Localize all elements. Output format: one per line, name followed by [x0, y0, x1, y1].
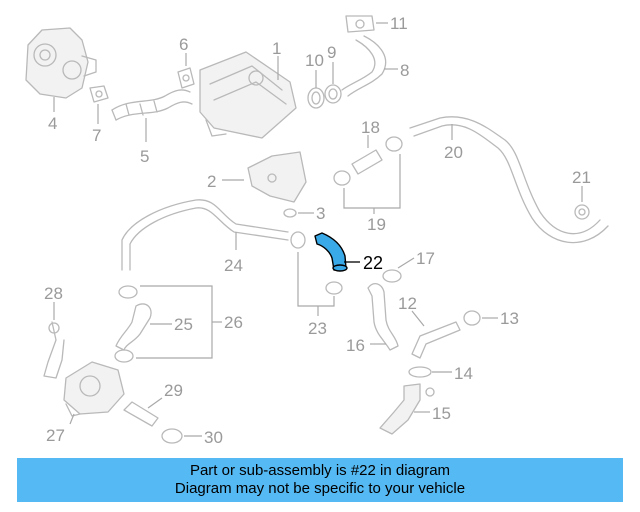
callout-7[interactable]: 7 [92, 126, 101, 145]
callout-2[interactable]: 2 [207, 172, 216, 191]
callout-8[interactable]: 8 [400, 61, 409, 80]
callout-18[interactable]: 18 [361, 118, 380, 137]
callout-26[interactable]: 26 [224, 313, 243, 332]
callout-23[interactable]: 23 [308, 319, 327, 338]
callout-22[interactable]: 22 [363, 253, 383, 273]
callout-10[interactable]: 10 [305, 51, 324, 70]
part-24-pipe [121, 199, 289, 271]
callout-21[interactable]: 21 [572, 168, 591, 187]
banner-line-2: Diagram may not be specific to your vehi… [174, 480, 466, 497]
callout-24[interactable]: 24 [224, 256, 243, 275]
callout-13[interactable]: 13 [500, 309, 519, 328]
part-10-seal [307, 70, 325, 109]
part-15-fitting [379, 383, 435, 435]
part-29-hose [123, 397, 163, 427]
callout-3[interactable]: 3 [316, 204, 325, 223]
part-16-hose [367, 282, 399, 351]
part-18-hose [351, 135, 383, 175]
part-20-pipe [409, 116, 609, 244]
callout-11[interactable]: 11 [390, 14, 408, 33]
banner-line-1: Part or sub-assembly is #22 in diagram [189, 462, 451, 479]
part-22-hose [314, 232, 360, 272]
part-3-washer [283, 208, 314, 218]
part-27-pump [63, 361, 125, 425]
callout-15[interactable]: 15 [432, 404, 451, 423]
part-28-bracket [43, 302, 65, 379]
part-21-flange [574, 186, 590, 220]
callout-4[interactable]: 4 [48, 114, 57, 133]
callout-1[interactable]: 1 [272, 39, 281, 58]
part-8-pipe [341, 35, 398, 97]
callout-29[interactable]: 29 [164, 381, 183, 400]
callout-25[interactable]: 25 [174, 315, 193, 334]
part-14-clamp [408, 366, 452, 378]
part-25-hose [115, 303, 172, 351]
part-2-bracket [222, 151, 307, 203]
part-4-egr-valve [25, 27, 97, 112]
parts-diagram: 4 7 5 6 1 10 9 [25, 14, 609, 447]
part-5-egr-pipe [111, 89, 193, 142]
part-30-clamp [161, 428, 202, 444]
part-17-clamp [382, 257, 415, 283]
callout-17[interactable]: 17 [416, 249, 435, 268]
callout-6[interactable]: 6 [179, 35, 188, 54]
callout-16[interactable]: 16 [346, 336, 365, 355]
part-6-gasket [177, 53, 195, 89]
part-1-egr-cooler [199, 51, 297, 139]
part-7-gasket [89, 85, 109, 124]
part-19-clamps [333, 136, 403, 214]
callout-19[interactable]: 19 [367, 215, 386, 234]
callout-27[interactable]: 27 [46, 426, 65, 445]
callout-9[interactable]: 9 [327, 43, 336, 62]
part-11-gasket [345, 15, 388, 33]
callout-20[interactable]: 20 [444, 143, 463, 162]
callout-5[interactable]: 5 [140, 147, 149, 166]
part-23-clamps [290, 231, 343, 316]
part-13-clamp [463, 310, 498, 326]
part-12-hose [411, 310, 461, 359]
callout-14[interactable]: 14 [454, 364, 473, 383]
callout-28[interactable]: 28 [44, 284, 63, 303]
info-banner: Part or sub-assembly is #22 in diagram D… [17, 458, 623, 502]
callout-12[interactable]: 12 [398, 294, 417, 313]
callout-30[interactable]: 30 [204, 428, 223, 447]
part-9-clamp [324, 62, 342, 104]
